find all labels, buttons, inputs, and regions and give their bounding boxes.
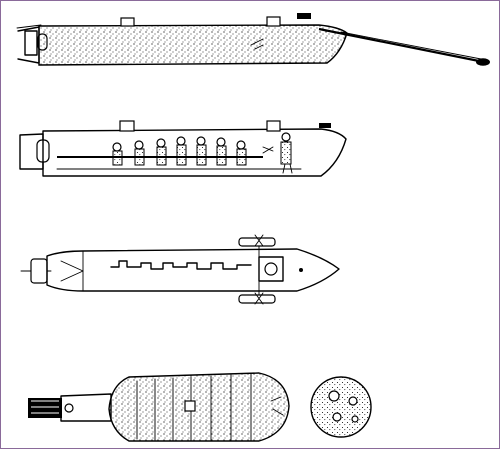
perspective-and-end-view xyxy=(28,372,372,442)
spar-rope xyxy=(340,31,482,60)
cutaway-crew-view xyxy=(19,120,347,177)
spar-torpedo xyxy=(476,58,490,66)
diving-plane-top xyxy=(238,237,276,247)
hull-exterior xyxy=(38,24,348,66)
stern-taper-upper xyxy=(60,260,84,272)
rudder-bar xyxy=(16,24,42,29)
propeller-guard xyxy=(30,258,48,284)
end-view-port-2 xyxy=(348,396,358,406)
forward-hatch-plan xyxy=(264,262,278,276)
hull-porthole xyxy=(184,400,196,412)
snorkel-box-2 xyxy=(319,123,331,128)
crank-shaft-plan xyxy=(110,260,252,270)
crewman xyxy=(112,142,123,166)
end-view-port-1 xyxy=(328,390,340,402)
crewman xyxy=(196,136,207,166)
stern-bolt xyxy=(64,403,74,413)
steering-gear xyxy=(262,146,274,154)
hull-perspective xyxy=(108,372,290,442)
hull-cutaway xyxy=(42,128,347,177)
spar-pole xyxy=(318,27,480,63)
captain-standing xyxy=(280,132,293,174)
top-plan-view xyxy=(20,234,340,305)
end-view-disc xyxy=(310,376,372,438)
plane-pivot-bottom xyxy=(254,292,264,305)
aft-hatch-tower xyxy=(266,16,281,27)
plane-pivot-top xyxy=(254,234,264,247)
hull-plan xyxy=(46,248,340,292)
exterior-side-view xyxy=(16,13,490,66)
crewman xyxy=(134,140,145,166)
bow-plane xyxy=(250,38,264,50)
crewman xyxy=(176,136,187,166)
end-view-port-4 xyxy=(351,415,359,423)
crew-seated xyxy=(112,136,247,166)
crewman xyxy=(216,137,227,166)
stern-frame xyxy=(17,26,40,64)
forward-hatch-tower xyxy=(120,17,135,27)
rudder-box xyxy=(24,30,38,56)
bow-fittings xyxy=(270,396,284,416)
bow-eye xyxy=(299,268,303,272)
crewman xyxy=(156,138,167,166)
forward-hatch-2 xyxy=(119,120,135,132)
snorkel-box xyxy=(297,13,311,19)
crewman xyxy=(236,140,247,166)
end-view-port-3 xyxy=(332,412,342,422)
stern-taper-lower xyxy=(60,270,84,282)
aft-hatch-2 xyxy=(266,120,281,132)
